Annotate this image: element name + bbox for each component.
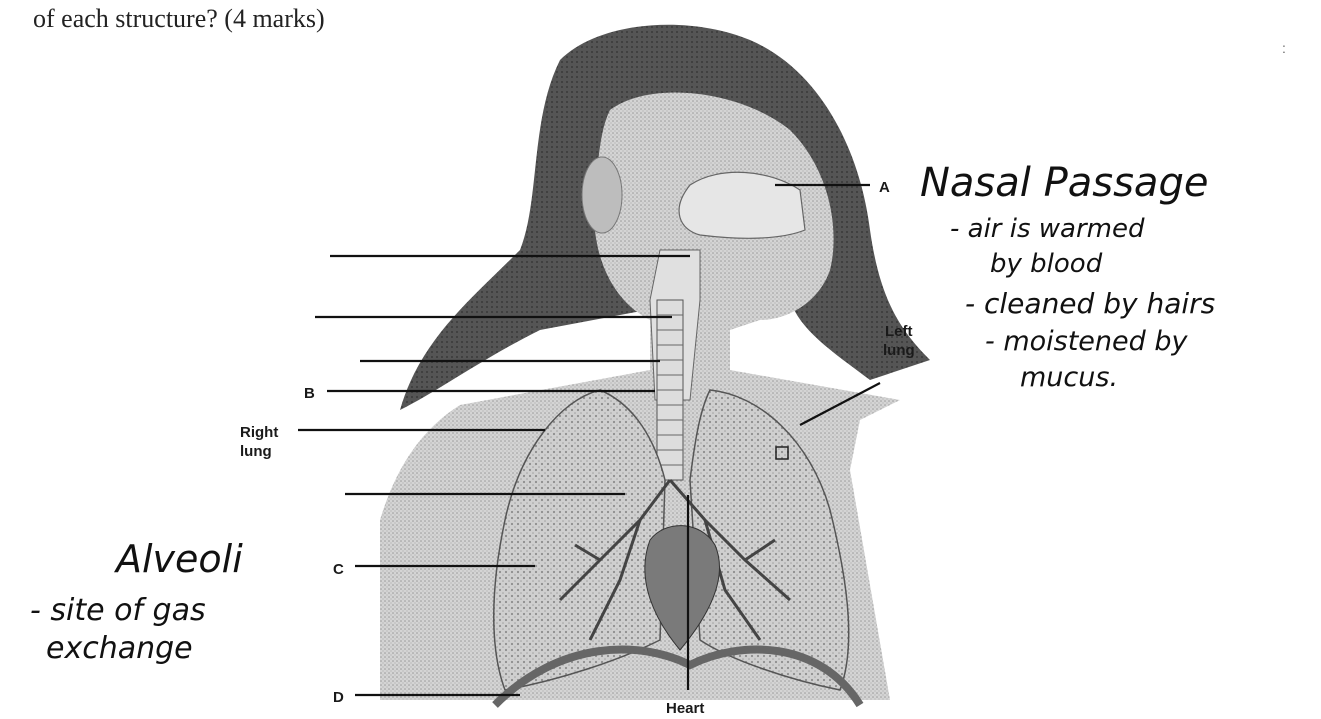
handwritten-nasal-line4: - moistened by [985, 326, 1188, 357]
label-left-lung-1: Left [885, 323, 913, 340]
label-left-lung-2: lung [883, 342, 915, 359]
handwritten-nasal-line5: mucus. [1020, 362, 1118, 393]
label-right-lung-2: lung [240, 443, 272, 460]
label-heart: Heart [666, 700, 704, 717]
handwritten-alveoli-line1: - site of gas [30, 593, 206, 628]
label-right-lung-1: Right [240, 424, 278, 441]
handwritten-alveoli-line2: exchange [46, 631, 193, 666]
label-b: B [304, 385, 315, 402]
label-d: D [333, 689, 344, 706]
ear-shape [582, 157, 622, 233]
handwritten-nasal-title: Nasal Passage [920, 160, 1208, 206]
handwritten-nasal-line1: - air is warmed [950, 214, 1145, 244]
label-a: A [879, 179, 890, 196]
nasal-cavity-shape [679, 172, 805, 238]
trachea-shape [657, 300, 683, 480]
handwritten-nasal-line2: by blood [990, 249, 1103, 279]
label-c: C [333, 561, 344, 578]
handwritten-nasal-line3: - cleaned by hairs [965, 287, 1215, 320]
handwritten-alveoli-title: Alveoli [113, 537, 243, 581]
